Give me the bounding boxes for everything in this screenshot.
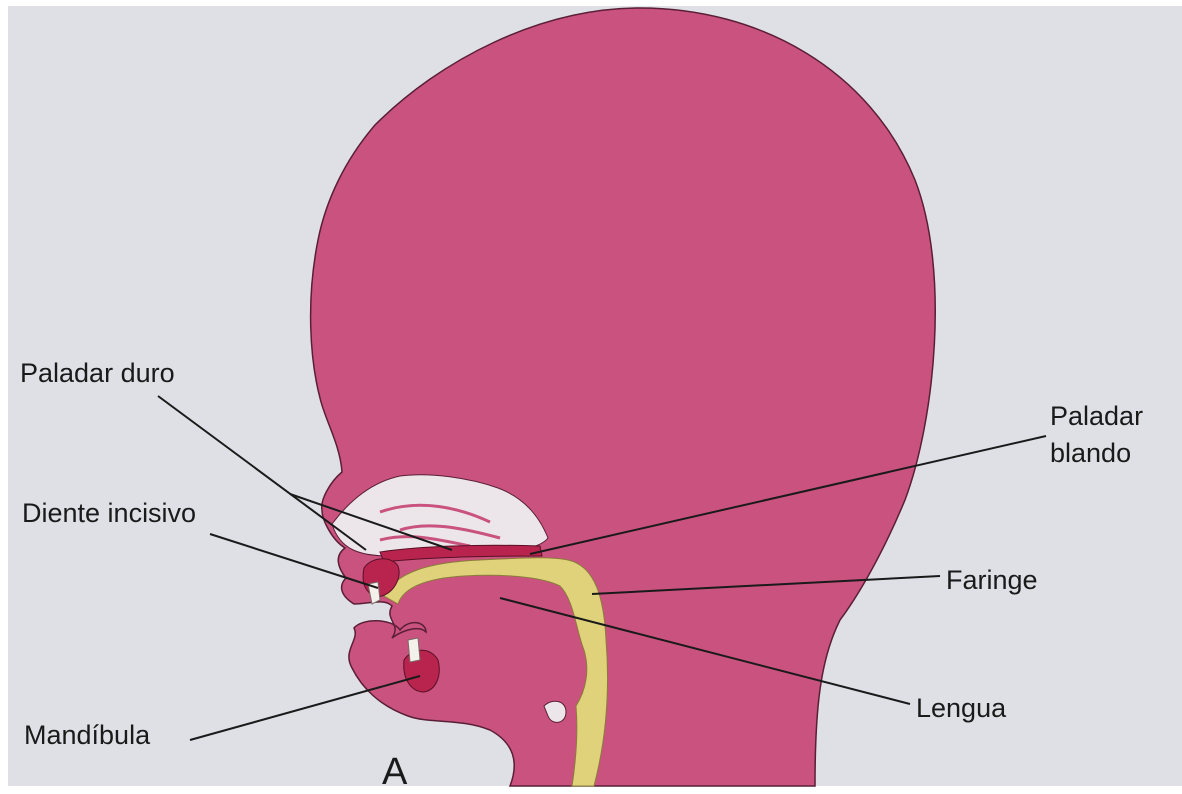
label-diente-incisivo: Diente incisivo	[22, 497, 196, 529]
label-paladar-duro: Paladar duro	[20, 357, 175, 389]
lower-incisor-tooth	[408, 638, 420, 662]
label-lengua: Lengua	[916, 692, 1006, 724]
label-paladar-blando-line1: Paladar	[1050, 398, 1143, 435]
leader-mandibula	[190, 676, 420, 740]
label-paladar-blando: Paladar blando	[1050, 398, 1143, 472]
label-paladar-blando-line2: blando	[1050, 435, 1143, 472]
panel-letter: A	[382, 752, 407, 792]
label-mandibula: Mandíbula	[24, 719, 150, 751]
label-faringe: Faringe	[946, 564, 1038, 596]
